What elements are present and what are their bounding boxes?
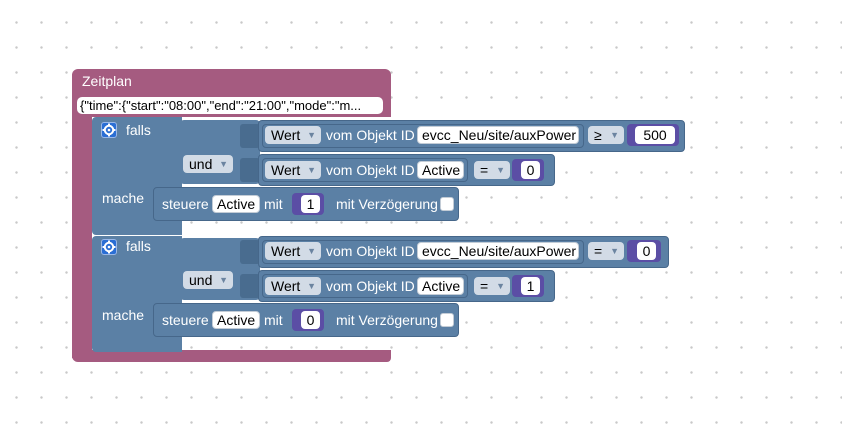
control-steuere-label: steuere <box>162 312 209 328</box>
control-delay-label: mit Verzögerung <box>336 312 438 328</box>
number-field[interactable]: 500 <box>635 126 675 144</box>
number-field[interactable]: 0 <box>637 242 656 260</box>
if-falls-label: falls <box>126 122 151 138</box>
object-id-label: vom Objekt ID <box>326 127 415 143</box>
gear-icon[interactable] <box>101 122 117 138</box>
and-socket-a-1 <box>240 124 260 148</box>
number-field[interactable]: 0 <box>301 311 320 329</box>
control-target-field[interactable]: Active <box>212 195 260 213</box>
object-id-field[interactable]: Active <box>417 277 464 295</box>
control-steuere-label: steuere <box>162 196 209 212</box>
gear-icon[interactable] <box>101 239 117 255</box>
schedule-config-field[interactable]: {"time":{"start":"08:00","end":"21:00","… <box>77 97 383 114</box>
delay-checkbox[interactable] <box>440 197 454 211</box>
and-socket-b-2 <box>240 274 260 298</box>
object-id-label: vom Objekt ID <box>326 278 415 294</box>
operator-dropdown[interactable]: =▼ <box>588 242 624 260</box>
schedule-block-bottom <box>72 350 391 362</box>
operator-dropdown[interactable]: =▼ <box>474 277 510 295</box>
number-field[interactable]: 1 <box>521 277 540 295</box>
number-field[interactable]: 1 <box>301 195 320 213</box>
delay-checkbox[interactable] <box>440 313 454 327</box>
number-field[interactable]: 0 <box>521 161 540 179</box>
if-block-2-end <box>92 337 182 350</box>
object-id-field[interactable]: evcc_Neu/site/auxPower <box>417 126 579 144</box>
object-id-field[interactable]: Active <box>417 161 464 179</box>
and-dropdown[interactable]: und▼ <box>183 271 233 289</box>
object-id-label: vom Objekt ID <box>326 243 415 259</box>
wert-dropdown[interactable]: Wert▼ <box>265 161 321 179</box>
wert-dropdown[interactable]: Wert▼ <box>265 242 321 260</box>
and-socket-a-2 <box>240 240 260 264</box>
if-mache-label: mache <box>102 307 145 323</box>
if-mache-label: mache <box>102 190 145 206</box>
and-dropdown[interactable]: und▼ <box>183 155 233 173</box>
if-falls-label: falls <box>126 238 151 254</box>
schedule-title: Zeitplan <box>82 73 132 89</box>
control-target-field[interactable]: Active <box>212 311 260 329</box>
operator-dropdown[interactable]: =▼ <box>474 161 510 179</box>
wert-dropdown[interactable]: Wert▼ <box>265 277 321 295</box>
wert-dropdown[interactable]: Wert▼ <box>265 126 321 144</box>
schedule-block-spine <box>72 112 92 358</box>
if-block-1-end <box>92 221 182 233</box>
operator-dropdown[interactable]: ≥▼ <box>588 126 624 144</box>
and-socket-b-1 <box>240 158 260 182</box>
control-mit-label: mit <box>264 196 283 212</box>
object-id-label: vom Objekt ID <box>326 162 415 178</box>
control-mit-label: mit <box>264 312 283 328</box>
object-id-field[interactable]: evcc_Neu/site/auxPower <box>417 242 579 260</box>
control-delay-label: mit Verzögerung <box>336 196 438 212</box>
